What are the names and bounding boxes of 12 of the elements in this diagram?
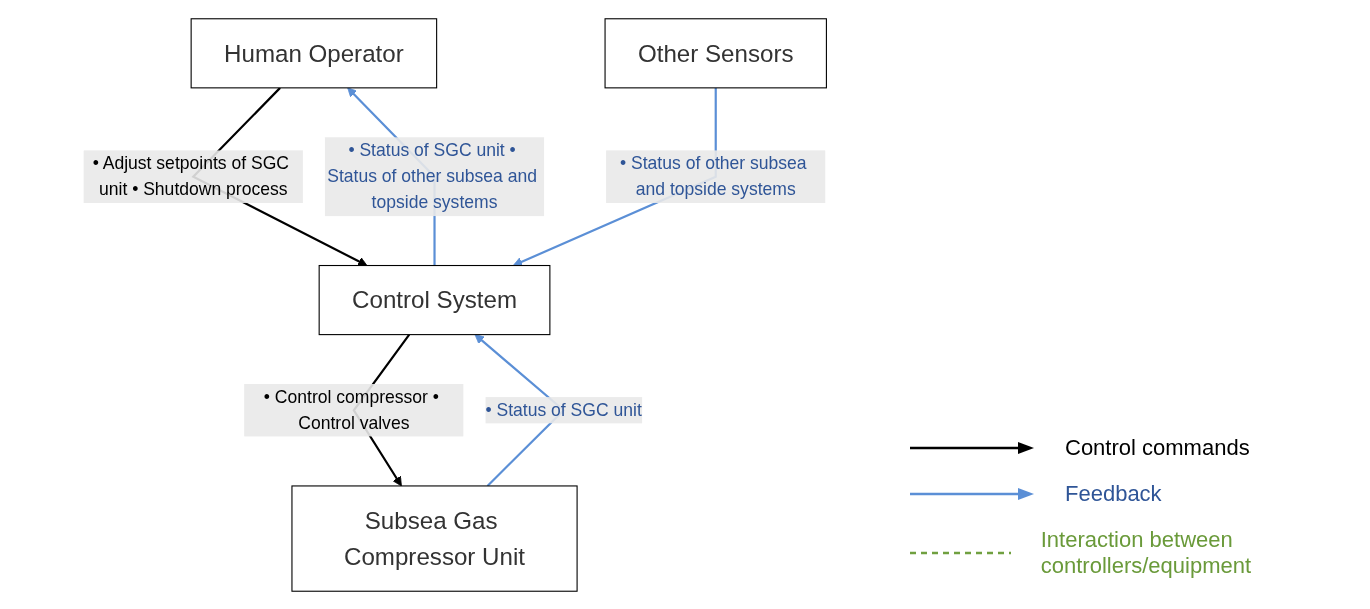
node-box: Control System xyxy=(318,264,551,335)
legend-label: Feedback xyxy=(1065,481,1162,507)
edge-label: • Status of other subsea and topside systems xyxy=(620,153,807,199)
legend-label: Interaction between controllers/equipment xyxy=(1040,527,1253,579)
edge-label: • Status of SGC unit xyxy=(485,399,642,419)
edge-label: • Adjust setpoints of SGC unit • Shutdown process xyxy=(92,153,289,199)
node-box: Other Sensors xyxy=(604,17,827,88)
edge-label: • Control compressor • Control valves xyxy=(263,386,439,432)
legend-label: Control commands xyxy=(1065,435,1250,461)
node-box: Subsea Gas Compressor Unit xyxy=(291,484,578,592)
node-box: Human Operator xyxy=(190,17,438,88)
edge-label: • Status of SGC unit • Status of other subsea and topside systems xyxy=(327,140,537,212)
